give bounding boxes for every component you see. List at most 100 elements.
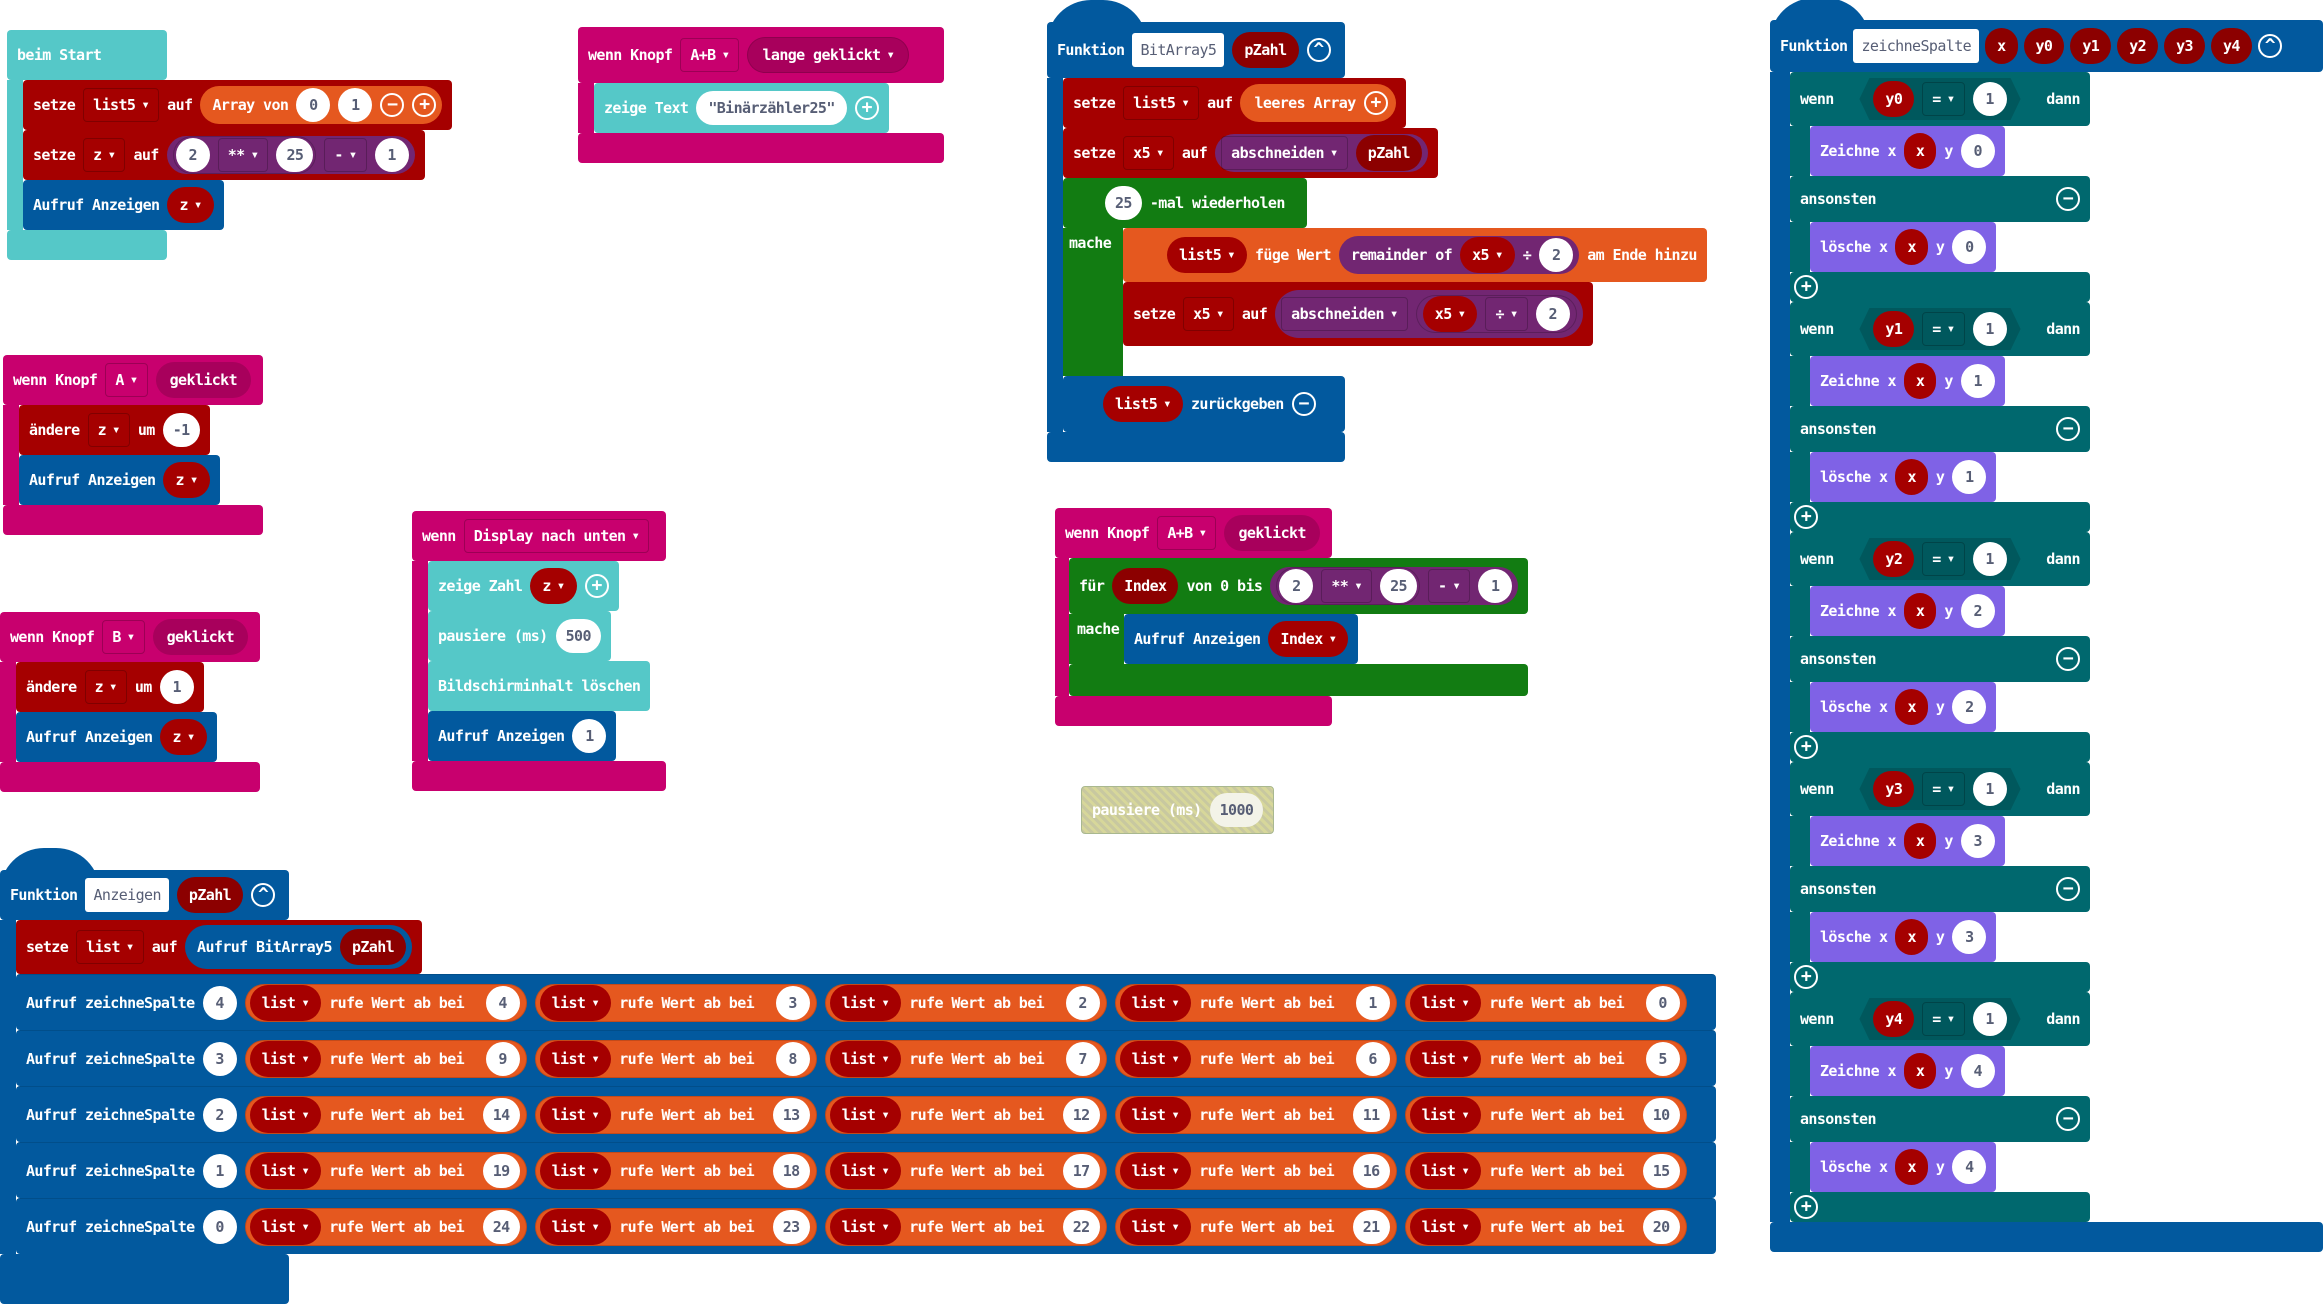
else-header[interactable]: ansonsten−	[1790, 1096, 2090, 1142]
number-input[interactable]: 1	[1478, 569, 1513, 603]
parameter-reporter[interactable]: y4	[2211, 28, 2252, 64]
plus-circle-icon[interactable]: +	[584, 574, 609, 598]
if-foot[interactable]: +	[1790, 1192, 2090, 1222]
pause-block-disabled[interactable]: pausiere (ms) 1000	[1081, 786, 1275, 834]
pause-ms-dropdown[interactable]: 500	[555, 619, 601, 653]
parameter-reporter[interactable]: y3	[1873, 771, 1914, 807]
function-name-input[interactable]: zeichneSpalte	[1853, 29, 1980, 63]
number-input[interactable]: 2	[1279, 569, 1314, 603]
parameter-reporter[interactable]: x	[1903, 593, 1937, 629]
divide-expression[interactable]: x5 ÷ 2	[1415, 295, 1577, 333]
button-dropdown[interactable]: A+B	[1157, 516, 1217, 550]
list-variable-reporter[interactable]: list	[249, 1152, 322, 1189]
number-input[interactable]: 3	[1952, 920, 1987, 954]
index-input[interactable]: 16	[1352, 1153, 1390, 1188]
parameter-reporter[interactable]: x	[1985, 28, 2018, 64]
index-input[interactable]: 14	[482, 1097, 520, 1132]
operator-dropdown[interactable]: **	[217, 138, 269, 172]
pause-block[interactable]: pausiere (ms) 1000	[1081, 786, 1275, 834]
gesture-dropdown[interactable]: Display nach unten	[463, 519, 650, 553]
parameter-reporter[interactable]: pZahl	[176, 877, 244, 913]
math-function-dropdown[interactable]: abschneiden	[1281, 297, 1408, 331]
parameter-reporter[interactable]: x	[1903, 1053, 1937, 1089]
list-variable-reporter[interactable]: list	[249, 1208, 322, 1245]
button-dropdown[interactable]: A	[105, 363, 148, 397]
variable-dropdown[interactable]: x5	[1183, 297, 1234, 331]
set-z-block[interactable]: setze z auf 2 ** 25 - 1	[23, 130, 425, 180]
list-variable-reporter[interactable]: list	[539, 1152, 612, 1189]
array-item-input[interactable]: 1	[338, 88, 373, 122]
call-anzeigen-block[interactable]: Aufruf Anzeigen z	[16, 712, 217, 762]
variable-reporter[interactable]: x5	[1460, 237, 1515, 273]
event-hat[interactable]: wenn Knopf B geklickt	[0, 612, 260, 662]
text-input[interactable]: "Binärzähler25"	[696, 91, 847, 125]
set-x5-block[interactable]: setze x5 auf abschneiden x5 ÷ 2	[1123, 282, 1593, 346]
list-variable-reporter[interactable]: list	[829, 1096, 902, 1133]
power-expression[interactable]: 2 ** 25	[172, 136, 317, 174]
operator-dropdown[interactable]: **	[1321, 569, 1373, 603]
index-input[interactable]: 10	[1642, 1097, 1680, 1132]
plus-circle-icon[interactable]: +	[412, 93, 437, 117]
change-var-block[interactable]: ändere z um 1	[16, 662, 204, 712]
index-input[interactable]: 4	[485, 985, 520, 1020]
button-dropdown[interactable]: A+B	[680, 38, 740, 72]
call-zeichnespalte-row[interactable]: Aufruf zeichneSpalte1listrufe Wert ab be…	[16, 1142, 1716, 1198]
index-input[interactable]: 12	[1062, 1097, 1100, 1132]
list-variable-reporter[interactable]: list	[1119, 1040, 1192, 1077]
column-number-input[interactable]: 2	[202, 1097, 237, 1132]
for-loop-block[interactable]: für Index von 0 bis 2 ** 25 - 1 mache Au…	[1069, 558, 1529, 696]
column-number-input[interactable]: 4	[202, 985, 237, 1020]
index-input[interactable]: 0	[1645, 985, 1680, 1020]
list-variable-reporter[interactable]: list	[539, 1208, 612, 1245]
truncate-reporter[interactable]: abschneidenpZahl	[1215, 134, 1428, 172]
parameter-reporter[interactable]: x	[1895, 229, 1928, 265]
for-header[interactable]: für Index von 0 bis 2 ** 25 - 1	[1069, 558, 1529, 614]
list-variable-reporter[interactable]: list	[539, 1040, 612, 1077]
index-input[interactable]: 24	[482, 1209, 520, 1244]
set-list5-block[interactable]: setze list5 auf Array von 0 1 − +	[23, 80, 453, 130]
index-input[interactable]: 23	[772, 1209, 810, 1244]
list-variable-reporter[interactable]: list	[1119, 984, 1192, 1021]
index-input[interactable]: 22	[1062, 1209, 1100, 1244]
parameter-reporter[interactable]: pZahl	[1355, 135, 1422, 171]
event-hat[interactable]: wenn Display nach unten	[412, 511, 666, 561]
number-input[interactable]: 2	[1539, 238, 1574, 272]
number-input[interactable]: 1	[1973, 772, 2007, 806]
function-bitarray5[interactable]: Funktion BitArray5 pZahl ^ setze list5 a…	[1047, 0, 1707, 462]
index-input[interactable]: 21	[1352, 1209, 1390, 1244]
minus-circle-icon[interactable]: −	[2056, 647, 2080, 671]
list-variable-reporter[interactable]: list	[249, 1040, 322, 1077]
operator-dropdown[interactable]: =	[1922, 772, 1964, 806]
variable-dropdown[interactable]: list5	[83, 88, 160, 122]
show-string-block[interactable]: zeige Text "Binärzähler25" +	[594, 83, 889, 133]
index-input[interactable]: 18	[772, 1153, 810, 1188]
list-variable-reporter[interactable]: list	[1409, 1208, 1482, 1245]
minus-circle-icon[interactable]: −	[380, 93, 405, 117]
index-input[interactable]: 1	[1355, 985, 1390, 1020]
number-input[interactable]: 1	[572, 719, 607, 753]
collapse-chevron-up-icon[interactable]: ^	[251, 883, 276, 907]
pause-block[interactable]: pausiere (ms) 500	[428, 611, 611, 661]
column-number-input[interactable]: 0	[202, 1209, 237, 1244]
minus-circle-icon[interactable]: −	[2056, 187, 2080, 211]
list-variable-reporter[interactable]: list	[1409, 1040, 1482, 1077]
operator-dropdown[interactable]: =	[1922, 542, 1964, 576]
index-input[interactable]: 3	[775, 985, 810, 1020]
index-input[interactable]: 2	[1065, 985, 1100, 1020]
